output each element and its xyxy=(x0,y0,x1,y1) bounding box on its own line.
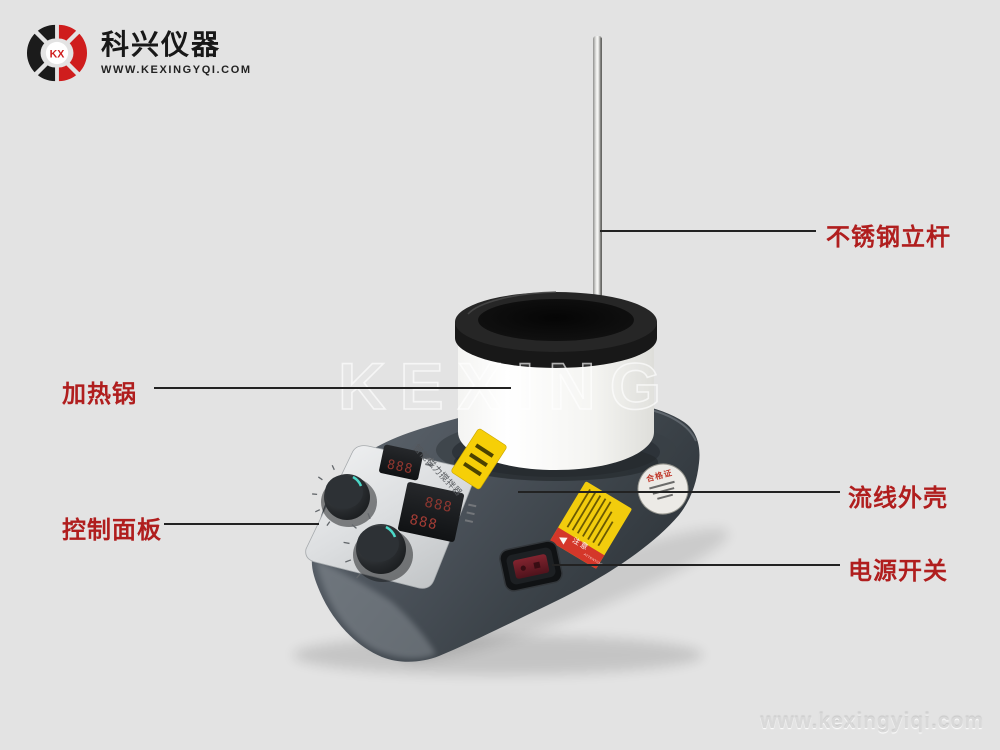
base-front-corner-highlight xyxy=(316,560,436,659)
brand-website: WWW.KEXINGYQI.COM xyxy=(101,63,252,76)
leader-line-pot xyxy=(154,387,511,389)
annotation-panel: 控制面板 xyxy=(62,517,162,544)
annotation-rod: 不锈钢立杆 xyxy=(826,224,951,251)
annotation-switch: 电源开关 xyxy=(848,558,948,585)
leader-line-shell xyxy=(518,491,840,493)
display-main-bottom-value: 888 xyxy=(408,512,439,534)
control-panel: 888 888 888 智能磁力搅拌器 xyxy=(305,442,477,589)
leader-line-switch xyxy=(552,564,840,566)
small-yellow-label xyxy=(451,428,507,490)
leader-line-panel xyxy=(164,523,319,525)
annotation-pot: 加热锅 xyxy=(62,381,137,408)
stainless-rod xyxy=(593,36,602,302)
leader-line-rod xyxy=(600,230,816,232)
display-main: 888 888 xyxy=(397,482,477,542)
annotation-shell: 流线外壳 xyxy=(848,485,948,512)
heating-pot xyxy=(454,291,658,481)
display-small-value: 888 xyxy=(386,457,415,477)
display-small: 888 xyxy=(379,444,434,481)
knob-temperature xyxy=(312,465,377,527)
certificate-label: 合格证 xyxy=(637,463,689,515)
brand-name: 科兴仪器 xyxy=(101,29,222,61)
brand-logo: KX 科兴仪器 WWW.KEXINGYQI.COM xyxy=(26,22,252,84)
display-main-top-value: 888 xyxy=(423,495,454,517)
pot-opening xyxy=(478,299,634,341)
corner-watermark: www.kexingyiqi.com xyxy=(760,710,984,733)
warning-label: 注意 ATTENTION xyxy=(549,481,632,569)
brand-monogram: KX xyxy=(50,48,65,60)
knob-speed xyxy=(343,513,413,582)
power-switch xyxy=(499,540,563,592)
brand-emblem-icon: KX xyxy=(26,24,88,82)
